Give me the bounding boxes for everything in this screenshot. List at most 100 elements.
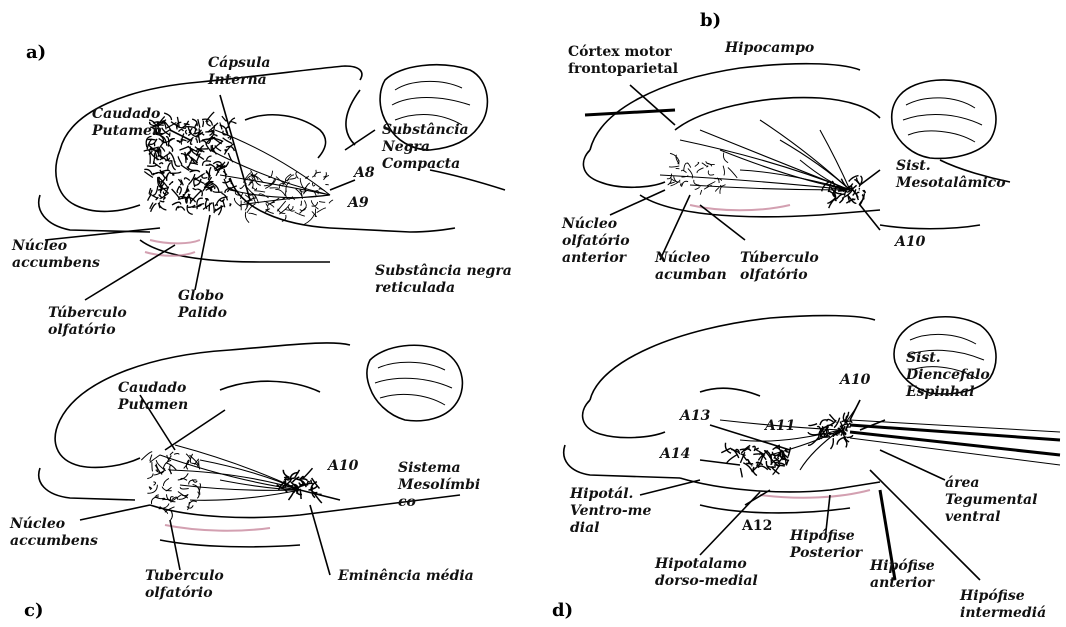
caudate-putamen-fibers <box>152 195 158 198</box>
caudate-putamen-fibers <box>203 121 204 127</box>
olfactory-fibers <box>728 168 737 178</box>
label-hipotal-ventro-medial: Hipotál. Ventro-me dial <box>570 486 651 537</box>
label-area-tegumental-ventral: área Tegumental ventral <box>945 475 1037 526</box>
label-a10-d: A10 <box>840 372 870 389</box>
olfactory-fibers <box>670 153 679 161</box>
a13-a14-cluster <box>740 468 742 477</box>
caudate-putamen-fibers <box>228 137 231 140</box>
label-tuberculo-olfatorio-b: Túberculo olfatório <box>740 250 819 284</box>
caudate-putamen-fibers <box>213 191 223 192</box>
striatum-fibers <box>199 484 200 492</box>
nigrostriatal-fibers <box>325 185 328 186</box>
caudate-putamen-fibers <box>169 182 172 185</box>
caudate-putamen-fibers <box>196 139 198 143</box>
nigrostriatal-fibers <box>234 198 241 207</box>
label-nucleo-accumbens-a: Núcleo accumbens <box>12 238 100 272</box>
olfactory-fibers <box>694 180 700 185</box>
label-a8: A8 <box>354 165 375 182</box>
a10-cluster-c <box>283 470 289 478</box>
label-tuberculo-olfatorio-a: Túberculo olfatório <box>48 305 127 339</box>
a11-cluster <box>847 435 853 438</box>
striatum-fibers <box>190 454 192 463</box>
striatum-fibers <box>187 505 193 508</box>
a13-a14-cluster <box>774 465 785 466</box>
nigrostriatal-fibers <box>265 203 268 210</box>
label-a12: A12 <box>742 518 772 535</box>
caudate-putamen-fibers <box>190 170 200 172</box>
caudate-putamen-fibers <box>229 204 230 206</box>
striatum-fibers <box>166 463 176 470</box>
caudate-putamen-fibers <box>170 133 171 137</box>
caudate-putamen-fibers <box>175 161 180 166</box>
nigrostriatal-fibers <box>264 178 275 186</box>
caudate-putamen-fibers <box>224 179 230 190</box>
caudate-putamen-fibers <box>153 186 158 196</box>
label-a10-b: A10 <box>895 234 925 251</box>
nigrostriatal-fibers <box>290 177 296 179</box>
nigrostriatal-fibers <box>249 213 257 215</box>
caudate-putamen-fibers <box>199 136 200 143</box>
olfactory-fibers <box>687 163 691 168</box>
striatum-fibers <box>180 487 188 489</box>
striatum-fibers <box>147 474 153 479</box>
label-caudado-putamen-c: Caudado Putamen <box>118 380 188 414</box>
olfactory-fibers <box>684 163 687 171</box>
caudate-putamen-fibers <box>161 147 164 152</box>
a13-a14-cluster <box>752 446 755 451</box>
striatum-fibers <box>152 462 153 471</box>
a11-cluster <box>820 420 828 425</box>
olfactory-fibers <box>702 163 707 166</box>
caudate-putamen-fibers <box>153 173 163 176</box>
caudate-putamen-fibers <box>186 194 191 203</box>
caudate-putamen-fibers <box>163 192 165 194</box>
nigrostriatal-fibers <box>312 212 317 217</box>
caudate-putamen-fibers <box>170 172 181 174</box>
olfactory-fibers <box>695 187 700 189</box>
a11-cluster <box>846 427 850 432</box>
nigrostriatal-fibers <box>279 204 289 214</box>
caudate-putamen-fibers <box>207 156 212 160</box>
olfactory-fibers <box>714 179 721 181</box>
label-hipofise-posterior: Hipófise Posterior <box>790 528 862 562</box>
label-nucleo-olfatorio-anterior: Núcleo olfatório anterior <box>562 216 630 267</box>
striatum-fibers <box>163 478 169 486</box>
a10-cluster-c <box>289 492 294 501</box>
caudate-putamen-fibers <box>149 153 150 164</box>
striatum-fibers <box>153 482 155 485</box>
nigrostriatal-fibers <box>254 191 265 192</box>
olfactory-fibers <box>708 171 714 176</box>
caudate-putamen-fibers <box>164 113 171 120</box>
caudate-putamen-fibers <box>159 163 163 164</box>
caudate-putamen-fibers <box>195 173 205 179</box>
caudate-putamen-fibers <box>198 119 200 128</box>
olfactory-fibers <box>671 182 675 183</box>
caudate-putamen-fibers <box>217 197 228 204</box>
caudate-putamen-fibers <box>226 127 229 134</box>
nigrostriatal-fibers <box>323 172 326 177</box>
a11-cluster <box>831 438 834 449</box>
caudate-putamen-fibers <box>168 163 171 171</box>
olfactory-fibers <box>682 170 687 172</box>
olfactory-fibers <box>682 181 689 186</box>
label-nucleo-accumbens-c: Núcleo accumbens <box>10 516 98 550</box>
label-cortex-motor: Córtex motor frontoparietal <box>568 44 678 78</box>
caudate-putamen-fibers <box>191 191 201 202</box>
caudate-putamen-fibers <box>177 186 180 192</box>
label-a13: A13 <box>680 408 710 425</box>
label-caudado-putamen-a: Caudado Putamen <box>92 106 162 140</box>
caudate-putamen-fibers <box>164 197 166 199</box>
label-a9: A9 <box>348 195 369 212</box>
nigrostriatal-fibers <box>304 214 314 224</box>
olfactory-fibers <box>723 153 728 163</box>
a10-cluster <box>863 190 866 192</box>
olfactory-fibers <box>700 190 701 195</box>
caudate-putamen-fibers <box>178 207 185 211</box>
caudate-putamen-fibers <box>179 130 184 132</box>
nigrostriatal-fibers <box>311 200 318 209</box>
olfactory-fibers <box>720 187 721 194</box>
striatum-fibers <box>174 453 179 454</box>
caudate-putamen-fibers <box>176 206 179 210</box>
label-hipofise-intermedia: Hipófise intermediá <box>960 588 1046 622</box>
caudate-putamen-fibers <box>213 162 221 164</box>
